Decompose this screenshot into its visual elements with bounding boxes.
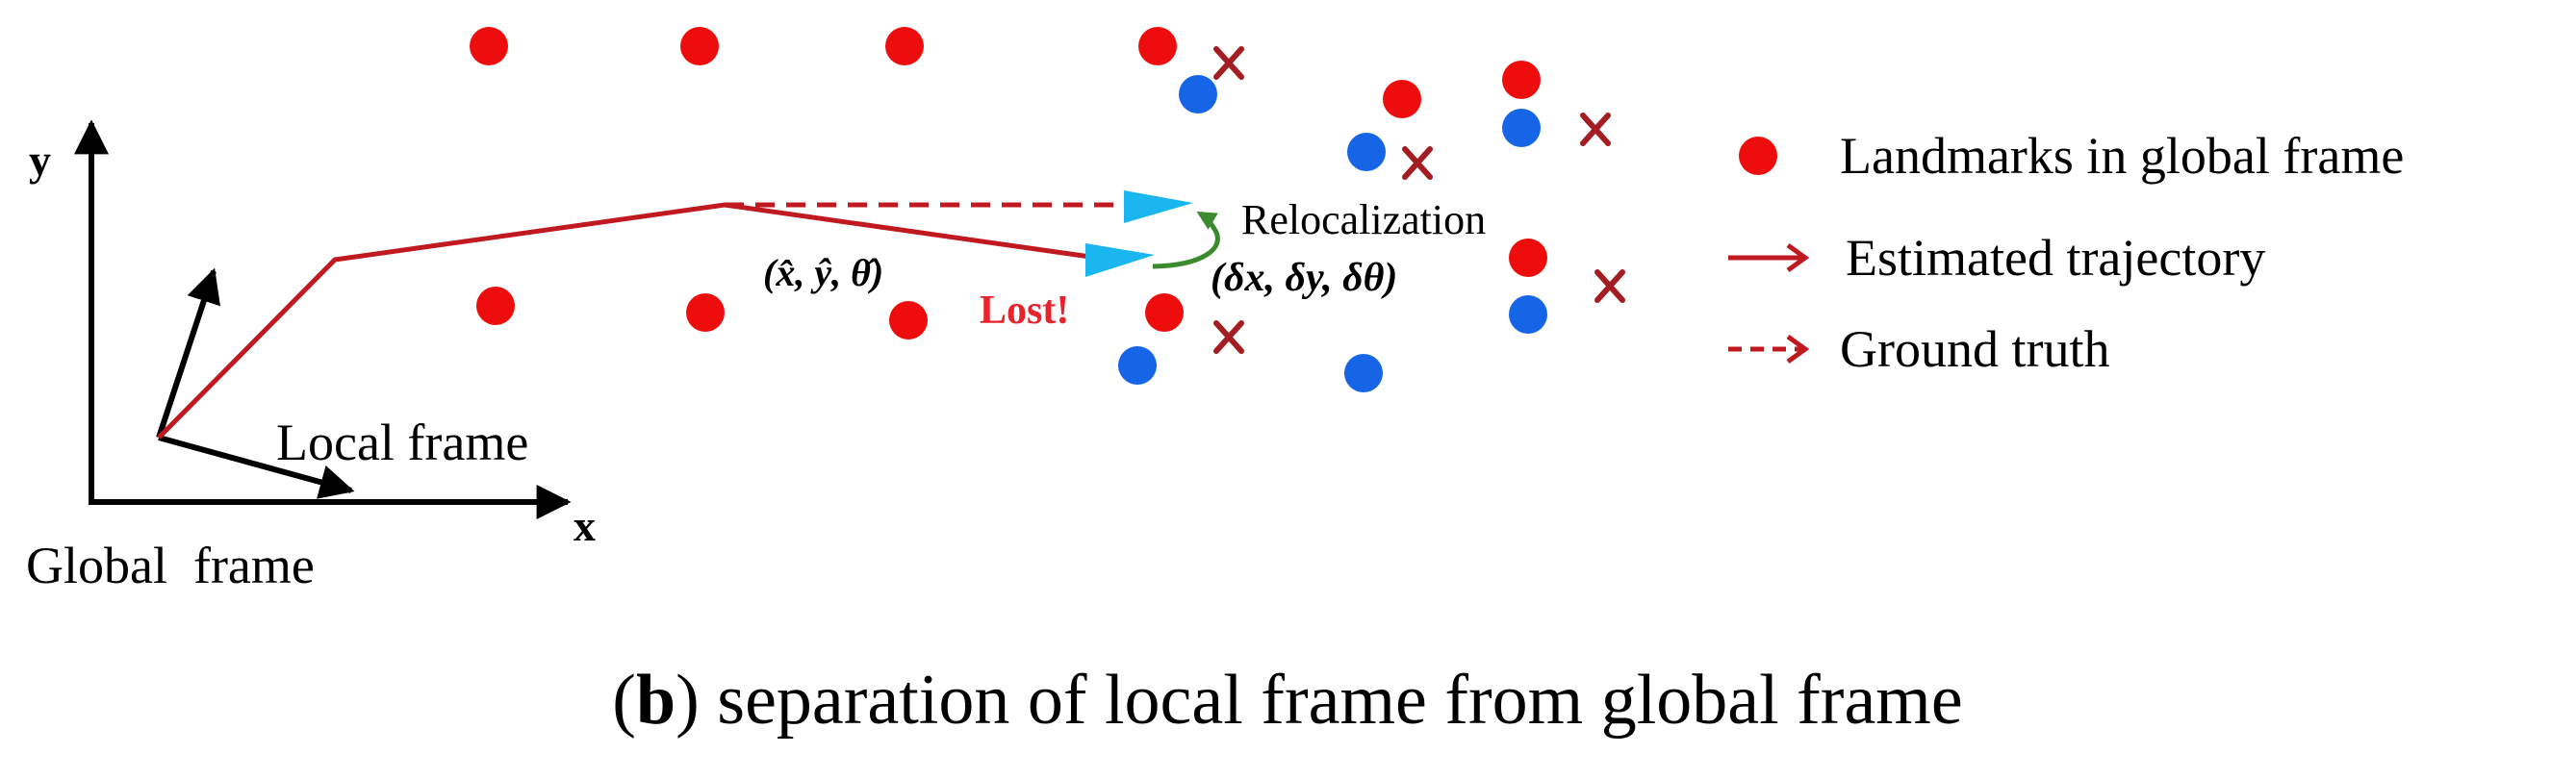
legend-landmark-icon bbox=[1739, 137, 1777, 175]
legend-trajectory-icon bbox=[1728, 242, 1810, 273]
landmark-dot bbox=[680, 27, 719, 65]
observed-dot bbox=[1502, 109, 1541, 147]
global-x-label: x bbox=[574, 501, 596, 550]
observed-landmarks bbox=[1118, 75, 1547, 392]
observed-dot bbox=[1118, 346, 1157, 385]
cross-mark-icon bbox=[1213, 46, 1244, 80]
landmark-dot bbox=[885, 27, 924, 65]
observed-dot bbox=[1347, 133, 1386, 171]
landmark-dot bbox=[1145, 293, 1184, 332]
observed-dot bbox=[1509, 295, 1547, 334]
landmark-dot bbox=[470, 27, 508, 65]
cross-mark-icon bbox=[1580, 113, 1611, 146]
cross-marks bbox=[1213, 46, 1625, 354]
relocalization-arc-icon bbox=[1152, 211, 1220, 269]
delta-pose-label: (δx, δy, δθ) bbox=[1211, 256, 1397, 300]
landmark-dot bbox=[1383, 80, 1421, 118]
legend-landmark-label: Landmarks in global frame bbox=[1840, 127, 2404, 185]
lost-label: Lost! bbox=[980, 289, 1069, 333]
cross-mark-icon bbox=[1402, 146, 1433, 180]
cross-mark-icon bbox=[1594, 269, 1625, 303]
local-y-axis bbox=[156, 267, 220, 439]
local-x-axis bbox=[158, 435, 355, 499]
local-frame-axes: Local frame bbox=[156, 267, 528, 499]
legend-trajectory-label: Estimated trajectory bbox=[1846, 229, 2265, 287]
observed-dot bbox=[1179, 75, 1217, 113]
relocalization-label: Relocalization bbox=[1241, 196, 1486, 243]
caption-text: separation of local frame from global fr… bbox=[700, 661, 1963, 740]
trajectories bbox=[157, 202, 1126, 440]
global-frame-axes: y x Global frame bbox=[26, 119, 596, 594]
global-frame-label: Global frame bbox=[26, 537, 315, 594]
caption-letter: b bbox=[636, 661, 676, 740]
observed-dot bbox=[1344, 354, 1383, 392]
legend-ground-truth-label: Ground truth bbox=[1840, 320, 2109, 378]
annotations: (x̂, ŷ, θ̂) Lost! Relocalization (δx, δy… bbox=[763, 196, 1486, 333]
estimated-pose-icon bbox=[1085, 243, 1155, 277]
figure-caption: (b) separation of local frame from globa… bbox=[612, 661, 1962, 740]
legend-ground-truth-icon bbox=[1728, 334, 1810, 364]
local-frame-label: Local frame bbox=[276, 414, 528, 471]
ground-truth-pose-icon bbox=[1124, 190, 1193, 223]
landmark-dot bbox=[686, 293, 725, 332]
poses bbox=[1085, 190, 1220, 277]
landmark-dot bbox=[1509, 239, 1547, 277]
landmark-dot bbox=[1138, 27, 1177, 65]
global-y-label: y bbox=[29, 136, 51, 185]
legend: Landmarks in global frame Estimated traj… bbox=[1728, 127, 2404, 378]
global-landmarks bbox=[470, 27, 1547, 339]
landmark-dot bbox=[476, 287, 515, 325]
landmark-dot bbox=[889, 301, 928, 339]
estimated-pose-label: (x̂, ŷ, θ̂) bbox=[763, 251, 883, 294]
cross-mark-icon bbox=[1213, 320, 1244, 354]
estimated-trajectory bbox=[157, 202, 1098, 440]
landmark-dot bbox=[1502, 61, 1541, 99]
